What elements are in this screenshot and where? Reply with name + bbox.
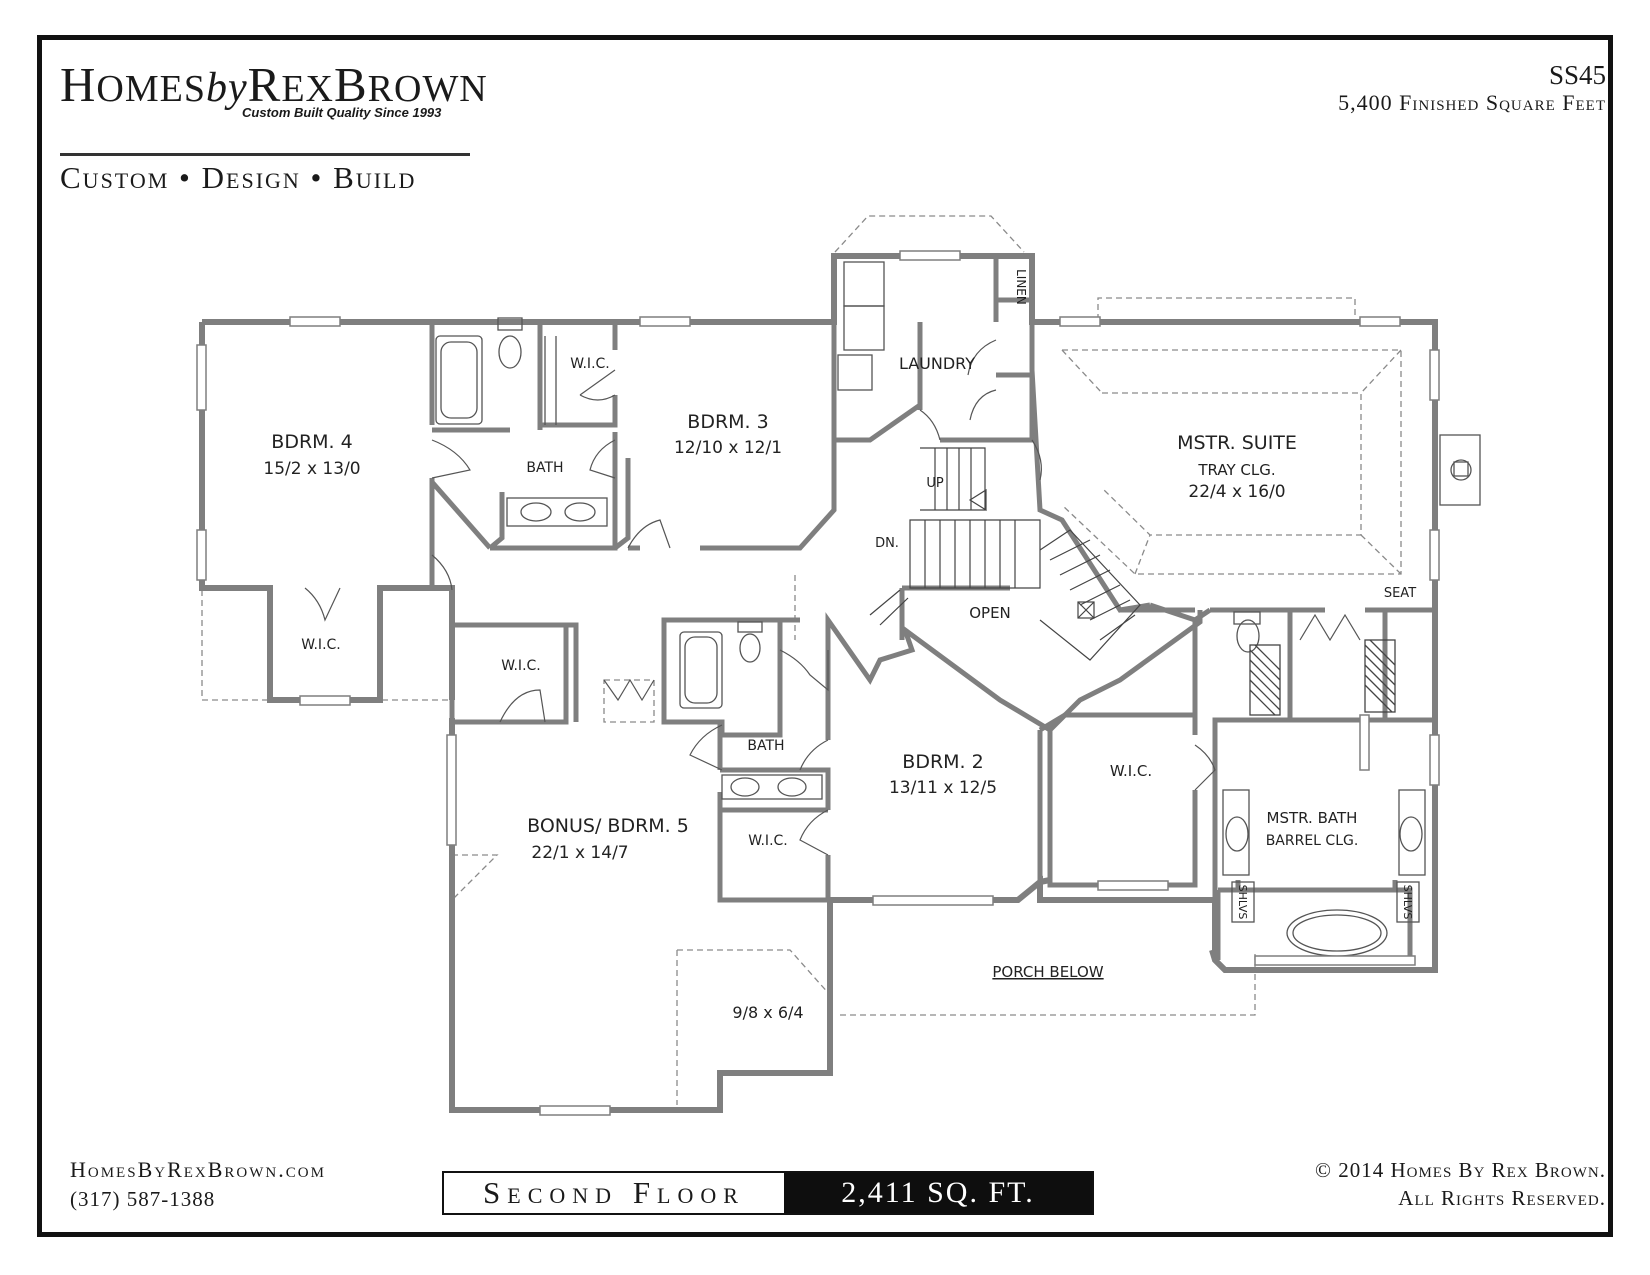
room-label-hall-bath: BATH (526, 460, 563, 476)
brand-wordmark: HOMESbyREXBROWN (60, 60, 488, 109)
brand-letter: R (247, 57, 282, 112)
services-line: Custom • Design • Build (60, 160, 417, 195)
website-link[interactable]: HomesByRexBrown.com (70, 1157, 326, 1182)
room-label-bdrm3: BDRM. 3 (687, 411, 768, 433)
room-label-wic-bonus: W.I.C. (501, 658, 541, 674)
logo-divider (60, 153, 470, 156)
room-label-bdrm4: BDRM. 4 (271, 431, 352, 453)
brand-letter: H (60, 57, 97, 112)
brand-text: OMES (96, 68, 206, 110)
floor-title-banner: Second Floor 2,411 SQ. FT. (442, 1171, 1094, 1215)
room-label-wic-bath: W.I.C. (570, 356, 610, 372)
room-dim-bdrm2: 13/11 x 12/5 (889, 778, 997, 798)
room-label-linen: LINEN (1014, 269, 1028, 305)
page-border (37, 35, 1613, 1237)
brand-letter: B (333, 57, 368, 112)
fixtures (435, 261, 1481, 957)
porch-below-label: PORCH BELOW (992, 963, 1103, 981)
room-dim-master-suite: 22/4 x 16/0 (1188, 482, 1285, 502)
company-logo: HOMESbyREXBROWN Custom Built Quality Sin… (60, 60, 487, 195)
master-suite-ceiling: TRAY CLG. (1197, 461, 1275, 479)
floor-name: Second Floor (483, 1175, 745, 1210)
brand-text: EX (281, 68, 334, 110)
shower-seat-label: SEAT (1384, 586, 1416, 601)
floor-area: 2,411 SQ. FT. (784, 1173, 1092, 1213)
stair-up-label: UP (926, 476, 944, 491)
room-label-jack-bath: BATH (747, 738, 784, 754)
room-dim-bdrm4: 15/2 x 13/0 (263, 459, 360, 479)
doors (304, 339, 1361, 856)
room-label-bdrm2: BDRM. 2 (902, 751, 983, 773)
master-bath-ceiling: BARREL CLG. (1266, 833, 1359, 849)
brand-tagline: Custom Built Quality Since 1993 (242, 105, 442, 120)
room-label-wic-bdrm4: W.I.C. (301, 637, 341, 653)
windows (196, 250, 1440, 1116)
staircase (869, 447, 1141, 661)
finished-square-feet: 5,400 Finished Square Feet (1338, 90, 1606, 115)
plan-code: SS45 (1548, 60, 1606, 90)
room-label-master-bath: MSTR. BATH (1267, 809, 1358, 827)
copyright-line-1: © 2014 Homes By Rex Brown. (1315, 1158, 1606, 1182)
room-dim-bonus: 22/1 x 14/7 (531, 843, 628, 863)
room-label-wic-master: W.I.C. (1110, 762, 1152, 780)
open-to-below-label: OPEN (969, 604, 1011, 622)
room-label-wic-bdrm2: W.I.C. (748, 833, 788, 849)
brand-by: by (205, 65, 248, 111)
room-label-bonus: BONUS/ BDRM. 5 (527, 815, 689, 837)
room-dim-bonus-alcove: 9/8 x 6/4 (732, 1003, 803, 1022)
brand-text: ROWN (367, 68, 488, 110)
phone-number: (317) 587-1388 (70, 1187, 216, 1211)
stair-down-label: DN. (875, 536, 899, 551)
shelves-label-right: SHLVS (1401, 885, 1414, 920)
shelves-label-left: SHLVS (1236, 885, 1249, 920)
room-label-laundry: LAUNDRY (899, 354, 975, 373)
dashed-overhead-lines (201, 215, 1402, 1105)
copyright-line-2: All Rights Reserved. (1398, 1186, 1606, 1210)
room-label-master-suite: MSTR. SUITE (1177, 432, 1297, 454)
room-dim-bdrm3: 12/10 x 12/1 (674, 438, 782, 458)
